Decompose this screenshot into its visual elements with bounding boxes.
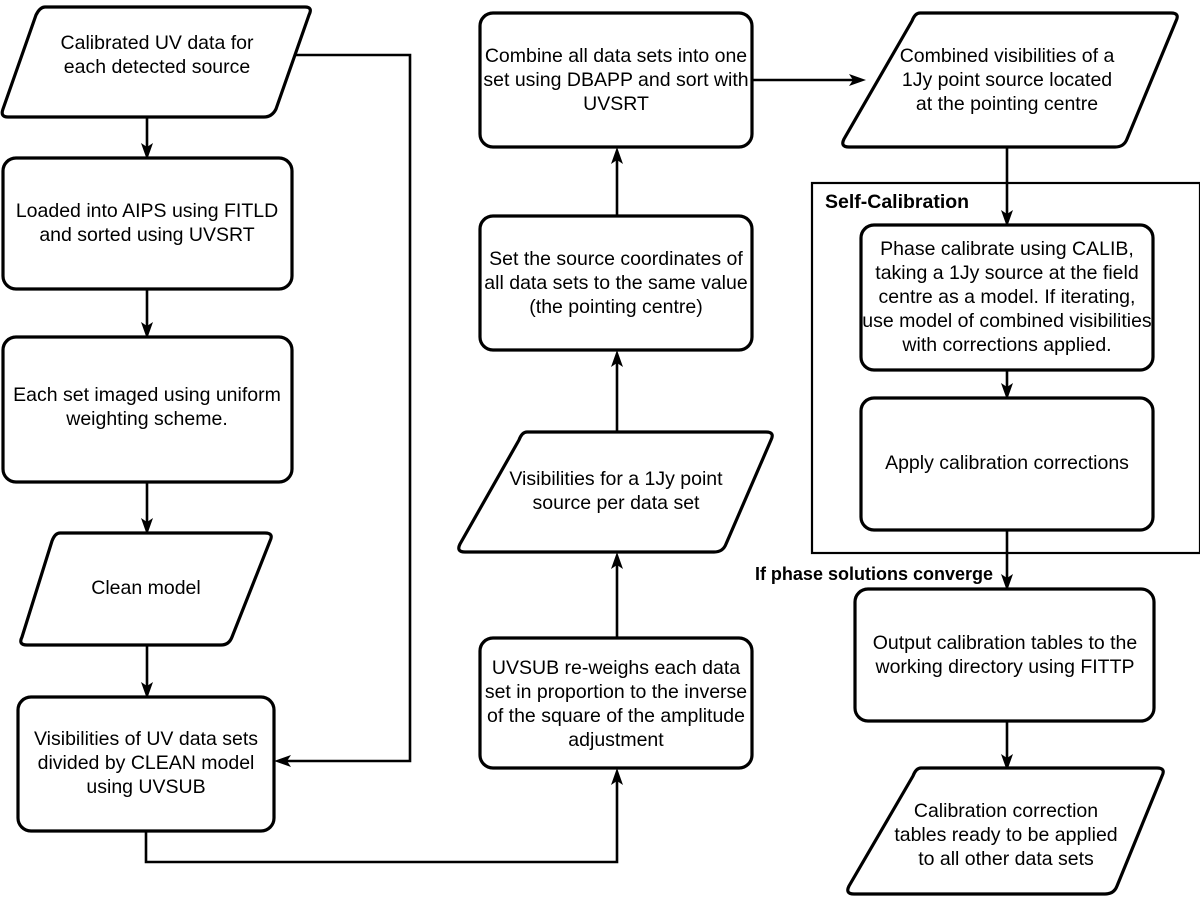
node-uvsub-reweighs-line-4: adjustment	[568, 729, 664, 751]
node-clean-model[interactable]: Clean model	[19, 531, 273, 647]
node-visibilities-1jy-per-set-line-1: Visibilities for a 1Jy point	[509, 468, 723, 490]
edge-output-to-ready	[1001, 721, 1013, 771]
node-set-source-coordinates-line-1: Set the source coordinates of	[489, 248, 743, 270]
node-combined-visibilities-1jy-line-3: at the pointing centre	[916, 93, 1098, 115]
node-combined-visibilities-1jy-line-1: Combined visibilities of a	[900, 45, 1115, 67]
edge-calibrated-to-uvsub-feedback	[274, 53, 412, 767]
node-combined-visibilities-1jy[interactable]: Combined visibilities of a 1Jy point sou…	[841, 11, 1179, 149]
node-calibrated-uv-data[interactable]: Calibrated UV data for each detected sou…	[0, 5, 312, 119]
node-calibration-tables-ready-line-2: tables ready to be applied	[894, 824, 1117, 846]
node-calibrated-uv-data-line-2: each detected source	[64, 56, 250, 78]
node-phase-calibrate-calib-line-5: with corrections applied.	[901, 334, 1111, 356]
node-output-calibration-tables-fittp-line-2: working directory using FITTP	[875, 656, 1135, 678]
node-uvsub-reweighs-line-1: UVSUB re-weighs each data	[492, 657, 740, 679]
edge-uvsub-to-reweighs	[144, 768, 623, 864]
edge-apply-to-output	[1001, 530, 1013, 591]
node-calibration-tables-ready[interactable]: Calibration correction tables ready to b…	[846, 766, 1165, 896]
edge-phasecal-to-apply	[1001, 370, 1013, 400]
node-phase-calibrate-calib-line-1: Phase calibrate using CALIB,	[880, 238, 1134, 260]
node-each-set-imaged-line-1: Each set imaged using uniform	[13, 384, 281, 406]
node-calibration-tables-ready-line-1: Calibration correction	[914, 800, 1098, 822]
edge-calibrated-to-loaded	[141, 117, 153, 160]
node-each-set-imaged-line-2: weighting scheme.	[65, 408, 228, 430]
node-combined-visibilities-1jy-line-2: 1Jy point source located	[902, 69, 1112, 91]
node-loaded-into-aips-line-1: Loaded into AIPS using FITLD	[16, 200, 278, 222]
node-combine-data-sets-dbapp[interactable]: Combine all data sets into one set using…	[478, 11, 754, 149]
node-output-calibration-tables-fittp[interactable]: Output calibration tables to the working…	[853, 587, 1156, 723]
edge-visibilities1jy-to-setcoords	[611, 350, 623, 432]
node-combine-data-sets-dbapp-line-2: set using DBAPP and sort with	[483, 69, 748, 91]
node-visibilities-divided-uvsub-line-3: using UVSUB	[86, 776, 205, 798]
node-output-calibration-tables-fittp-line-1: Output calibration tables to the	[873, 632, 1138, 654]
self-calibration-group: Self-Calibration	[810, 181, 1200, 555]
node-visibilities-divided-uvsub-line-1: Visibilities of UV data sets	[34, 728, 258, 750]
edge-setcoords-to-combine	[611, 147, 623, 216]
node-phase-calibrate-calib[interactable]: Phase calibrate using CALIB, taking a 1J…	[859, 223, 1155, 372]
node-loaded-into-aips[interactable]: Loaded into AIPS using FITLD and sorted …	[1, 156, 294, 291]
node-phase-calibrate-calib-line-2: taking a 1Jy source at the field	[875, 262, 1138, 284]
node-combine-data-sets-dbapp-line-1: Combine all data sets into one	[485, 45, 747, 67]
node-set-source-coordinates[interactable]: Set the source coordinates of all data s…	[478, 214, 754, 352]
edge-label-if-phase-solutions-converge: If phase solutions converge	[755, 564, 993, 584]
node-phase-calibrate-calib-line-3: centre as a model. If iterating,	[879, 286, 1136, 308]
node-apply-calibration-corrections[interactable]: Apply calibration corrections	[859, 396, 1155, 532]
edge-combined-vis-to-phasecal	[1001, 147, 1013, 227]
node-each-set-imaged[interactable]: Each set imaged using uniform weighting …	[1, 335, 294, 484]
node-loaded-into-aips-line-2: and sorted using UVSRT	[39, 224, 254, 246]
edge-combine-to-combined-vis	[752, 74, 866, 86]
node-visibilities-1jy-per-set-line-2: source per data set	[533, 492, 701, 514]
self-calibration-group-label: Self-Calibration	[825, 191, 969, 213]
node-visibilities-1jy-per-set[interactable]: Visibilities for a 1Jy point source per …	[457, 430, 774, 554]
node-set-source-coordinates-line-3: (the pointing centre)	[529, 296, 702, 318]
node-uvsub-reweighs[interactable]: UVSUB re-weighs each data set in proport…	[478, 636, 754, 770]
node-apply-calibration-corrections-label: Apply calibration corrections	[885, 452, 1129, 474]
edge-loaded-to-imaged	[141, 289, 153, 339]
node-visibilities-divided-uvsub-line-2: divided by CLEAN model	[38, 752, 255, 774]
node-uvsub-reweighs-line-2: set in proportion to the inverse	[485, 681, 747, 703]
node-clean-model-label: Clean model	[91, 577, 200, 599]
node-phase-calibrate-calib-line-4: use model of combined visibilities	[862, 310, 1152, 332]
edge-reweighs-to-visibilities1jy	[611, 552, 623, 638]
edge-clean-to-uvsub	[141, 645, 153, 699]
node-visibilities-divided-uvsub[interactable]: Visibilities of UV data sets divided by …	[16, 695, 276, 833]
node-uvsub-reweighs-line-3: of the square of the amplitude	[487, 705, 745, 727]
node-calibrated-uv-data-line-1: Calibrated UV data for	[61, 32, 254, 54]
node-calibration-tables-ready-line-3: to all other data sets	[918, 848, 1094, 870]
edge-imaged-to-clean	[141, 482, 153, 535]
node-combine-data-sets-dbapp-line-3: UVSRT	[583, 93, 649, 115]
node-set-source-coordinates-line-2: all data sets to the same value	[484, 272, 747, 294]
connector-layer	[141, 53, 1013, 864]
